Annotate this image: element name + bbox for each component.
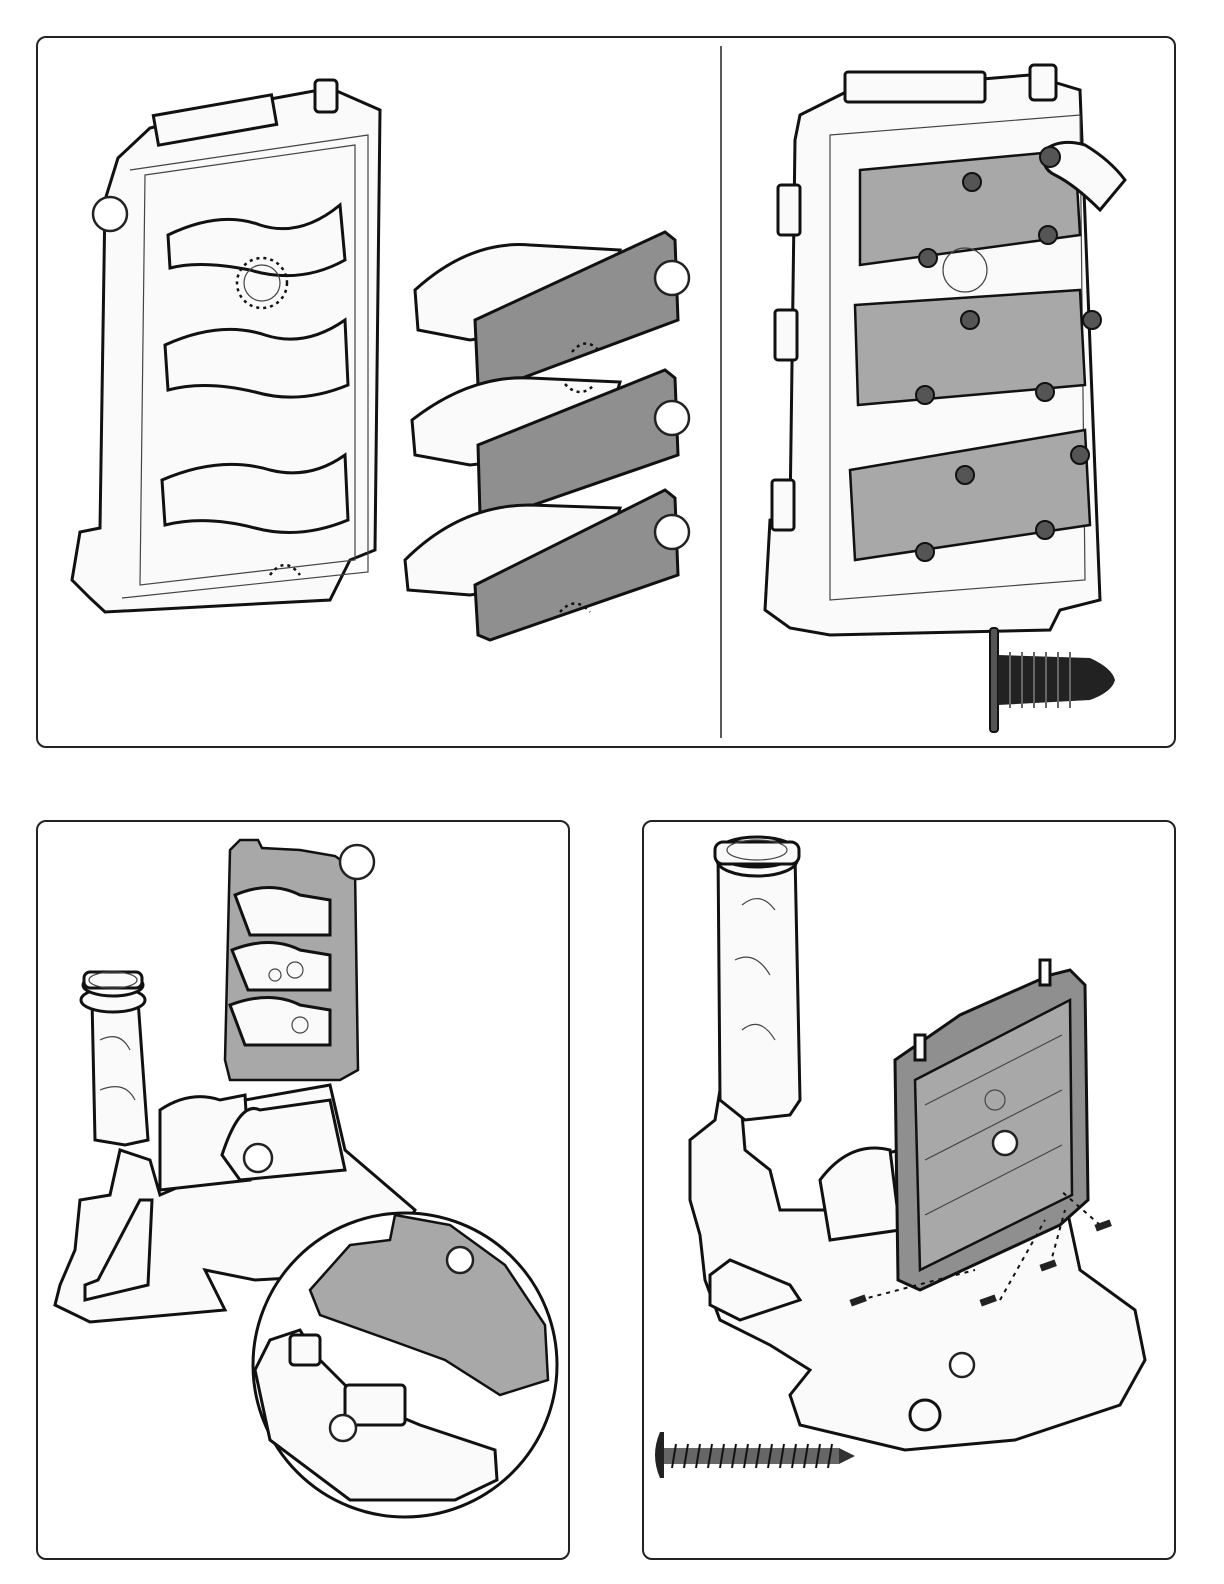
shelf-1 <box>415 232 678 390</box>
shelf-3 <box>405 490 678 640</box>
callout-circle <box>655 515 689 549</box>
bottom-left-instruction-panel <box>36 820 570 1560</box>
push-rivet-icon <box>990 628 1115 732</box>
callout-circle <box>655 401 689 435</box>
back-panel-frame <box>72 80 380 612</box>
bottom-right-instruction-panel <box>642 820 1176 1560</box>
callout-circle <box>93 197 127 231</box>
shelf-2 <box>412 370 678 520</box>
callout-circle <box>655 261 689 295</box>
